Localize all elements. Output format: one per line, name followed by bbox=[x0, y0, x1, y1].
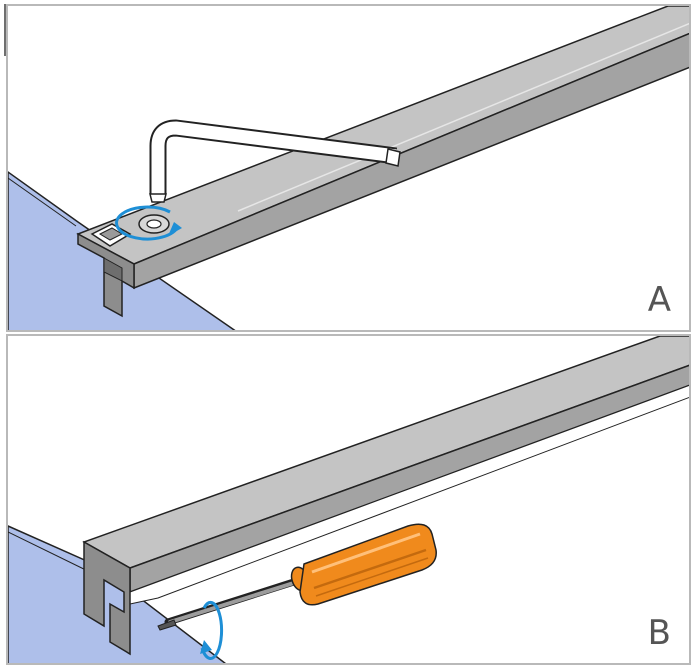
hex-key-icon bbox=[149, 119, 401, 203]
glass-pane bbox=[8, 171, 236, 330]
rail-end-cap bbox=[83, 540, 131, 656]
set-screw-icon bbox=[138, 214, 170, 234]
screwdriver-icon bbox=[157, 523, 437, 631]
panel-b-illustration bbox=[8, 336, 689, 663]
panel-a-label: A bbox=[647, 280, 671, 320]
rotation-arrow-icon bbox=[115, 205, 182, 241]
rail-end-cap bbox=[77, 232, 135, 318]
panel-a-illustration bbox=[8, 6, 689, 330]
rail-side-face bbox=[133, 32, 689, 290]
rotation-arrow-icon bbox=[200, 600, 224, 660]
panel-b: B bbox=[6, 334, 691, 665]
panel-a: A bbox=[6, 4, 691, 332]
panel-b-label: B bbox=[647, 613, 671, 653]
glass-pane bbox=[8, 525, 227, 663]
